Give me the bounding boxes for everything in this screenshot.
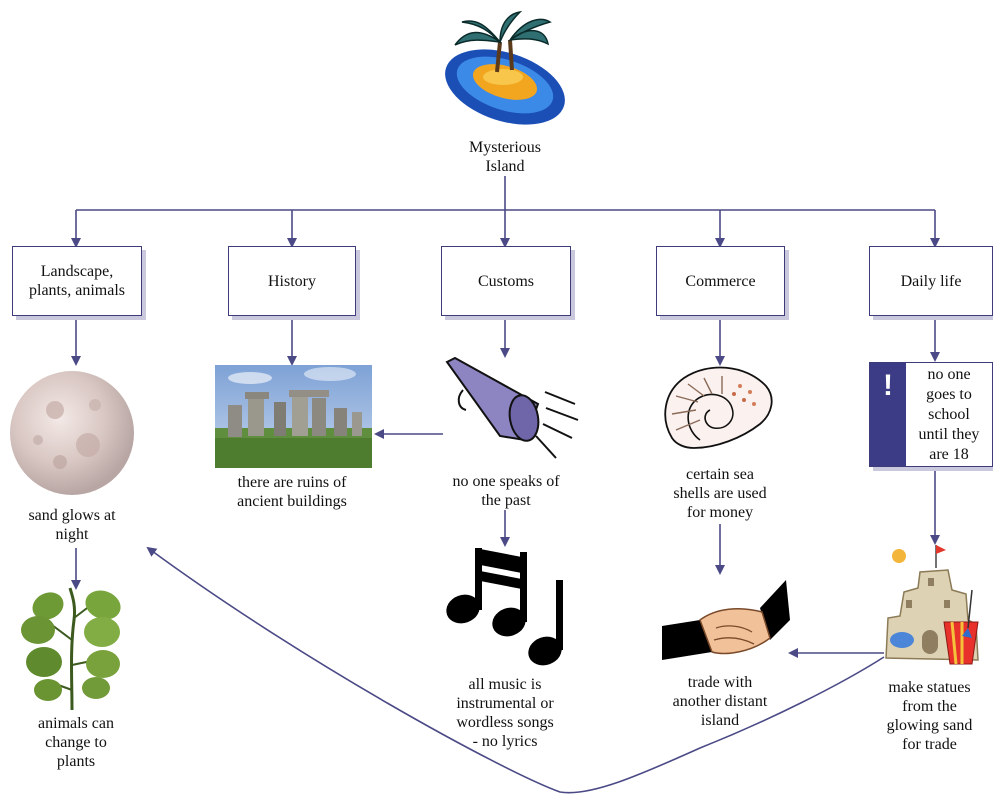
note-statues: make statues from the glowing sand for t… [886, 679, 973, 753]
note-school-box: ! no one goes to school until they are 1… [869, 362, 993, 467]
note-shells: certain sea shells are used for money [673, 466, 767, 521]
exclamation-icon: ! [870, 363, 906, 466]
note-school: no one goes to school until they are 18 [918, 365, 980, 463]
handshake-icon [662, 580, 790, 660]
megaphone-icon [445, 356, 579, 459]
root-label-line2: Island [485, 158, 525, 175]
root-label: Mysterious Island [445, 138, 565, 176]
note-no-past: no one speaks of the past [452, 473, 560, 509]
stonehenge-icon [215, 365, 372, 468]
category-commerce: Commerce [656, 246, 785, 316]
note-music: all music is instrumental or wordless so… [456, 676, 554, 750]
music-notes-icon [446, 548, 563, 666]
note-ruins: there are ruins of ancient buildings [237, 474, 347, 510]
category-history: History [228, 246, 356, 316]
sandcastle-icon [885, 545, 979, 665]
note-trade: trade with another distant island [672, 674, 768, 729]
connectors [71, 176, 940, 794]
note-sand-glows: sand glows at night [28, 507, 116, 543]
plant-icon [21, 587, 121, 711]
category-landscape: Landscape, plants, animals [12, 246, 142, 316]
category-daily-life: Daily life [869, 246, 993, 316]
island-icon [445, 10, 565, 125]
note-animals-change: animals can change to plants [38, 715, 114, 770]
moon-icon [10, 371, 134, 495]
nautilus-shell-icon [664, 366, 773, 449]
root-label-line1: Mysterious [469, 139, 541, 156]
category-customs: Customs [441, 246, 571, 316]
